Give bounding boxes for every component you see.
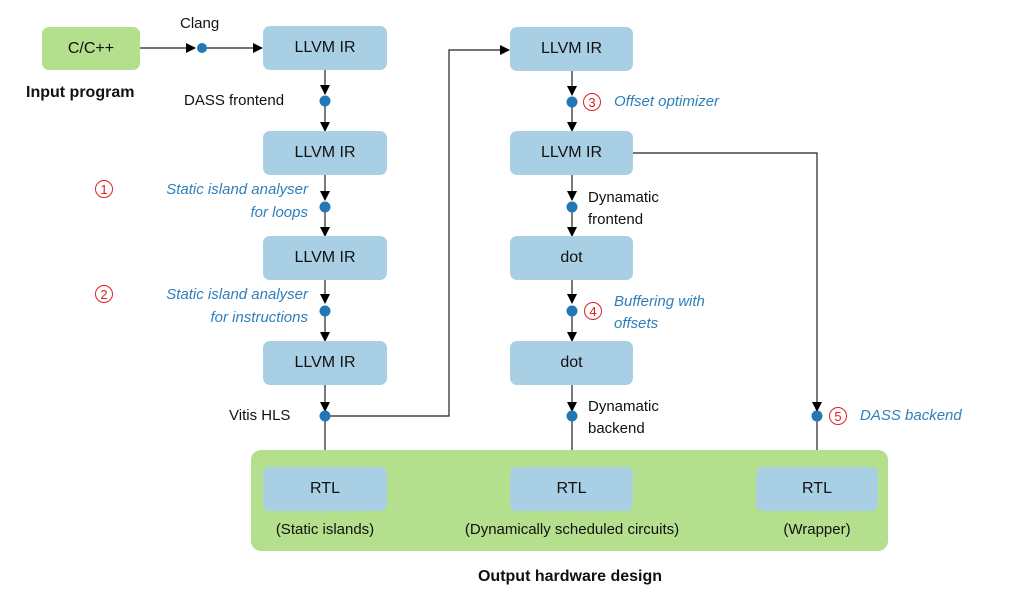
step1-label-line2: for loops: [250, 204, 308, 221]
llvm-ir-node: LLVM IR: [263, 26, 387, 70]
offset-optimizer-label: Offset optimizer: [614, 93, 720, 110]
edge-vitis-to-middle: [329, 45, 510, 417]
step-badge-4: 4: [584, 302, 602, 320]
pass-dot-step2: [319, 305, 331, 317]
clang-label: Clang: [180, 15, 220, 32]
dynamatic-frontend-label: Dynamatic frontend: [588, 188, 659, 230]
pass-dot-dynamatic-frontend: [566, 201, 578, 213]
dass-frontend-label: DASS frontend: [184, 92, 285, 109]
dynamatic-frontend-line1: Dynamatic: [588, 189, 659, 206]
rtl-node-static: RTL: [263, 467, 387, 511]
pass-dot-clang: [197, 43, 207, 53]
input-box: C/C++: [42, 27, 140, 70]
dynamatic-backend-line1: Dynamatic: [588, 398, 659, 415]
dynamatic-backend-label: Dynamatic backend: [588, 397, 659, 439]
step2-label: Static island analyser for instructions: [130, 285, 308, 328]
pass-dot-dass-frontend: [319, 95, 331, 107]
dynamatic-backend-line2: backend: [588, 420, 645, 437]
rtl-caption-dynamic: (Dynamically scheduled circuits): [464, 521, 680, 538]
dot-node: dot: [510, 341, 633, 385]
rtl-node-wrapper: RTL: [756, 467, 878, 511]
pass-dot-vitis: [319, 410, 331, 422]
pass-dot-step3: [566, 96, 578, 108]
rtl-caption-static: (Static islands): [275, 521, 375, 538]
pass-dot-step1: [319, 201, 331, 213]
dass-backend-label: DASS backend: [860, 407, 962, 424]
pass-dot-step5: [811, 410, 823, 422]
llvm-ir-node: LLVM IR: [510, 27, 633, 71]
llvm-ir-node: LLVM IR: [263, 236, 387, 280]
input-caption: Input program: [26, 84, 135, 101]
step2-label-line1: Static island analyser: [166, 286, 308, 303]
llvm-ir-node: LLVM IR: [263, 131, 387, 175]
rtl-node-dynamic: RTL: [510, 467, 633, 511]
llvm-ir-node: LLVM IR: [510, 131, 633, 175]
edge-right-branch-a: [633, 152, 822, 412]
buffering-label: Buffering with offsets: [614, 292, 705, 334]
buffering-line2: offsets: [614, 315, 659, 332]
pass-dot-dynamatic-backend: [566, 410, 578, 422]
step-badge-1: 1: [95, 180, 113, 198]
step-badge-3: 3: [583, 93, 601, 111]
step1-label: Static island analyser for loops: [130, 180, 308, 223]
step2-label-line2: for instructions: [210, 309, 308, 326]
step-badge-2: 2: [95, 285, 113, 303]
buffering-line1: Buffering with: [614, 293, 705, 310]
dynamatic-frontend-line2: frontend: [588, 211, 644, 228]
rtl-caption-wrapper: (Wrapper): [783, 521, 851, 538]
output-caption: Output hardware design: [477, 568, 662, 585]
dot-node: dot: [510, 236, 633, 280]
step-badge-5: 5: [829, 407, 847, 425]
pass-dot-step4: [566, 305, 578, 317]
step1-label-line1: Static island analyser: [166, 181, 308, 198]
llvm-ir-node: LLVM IR: [263, 341, 387, 385]
vitis-hls-label: Vitis HLS: [229, 407, 291, 424]
